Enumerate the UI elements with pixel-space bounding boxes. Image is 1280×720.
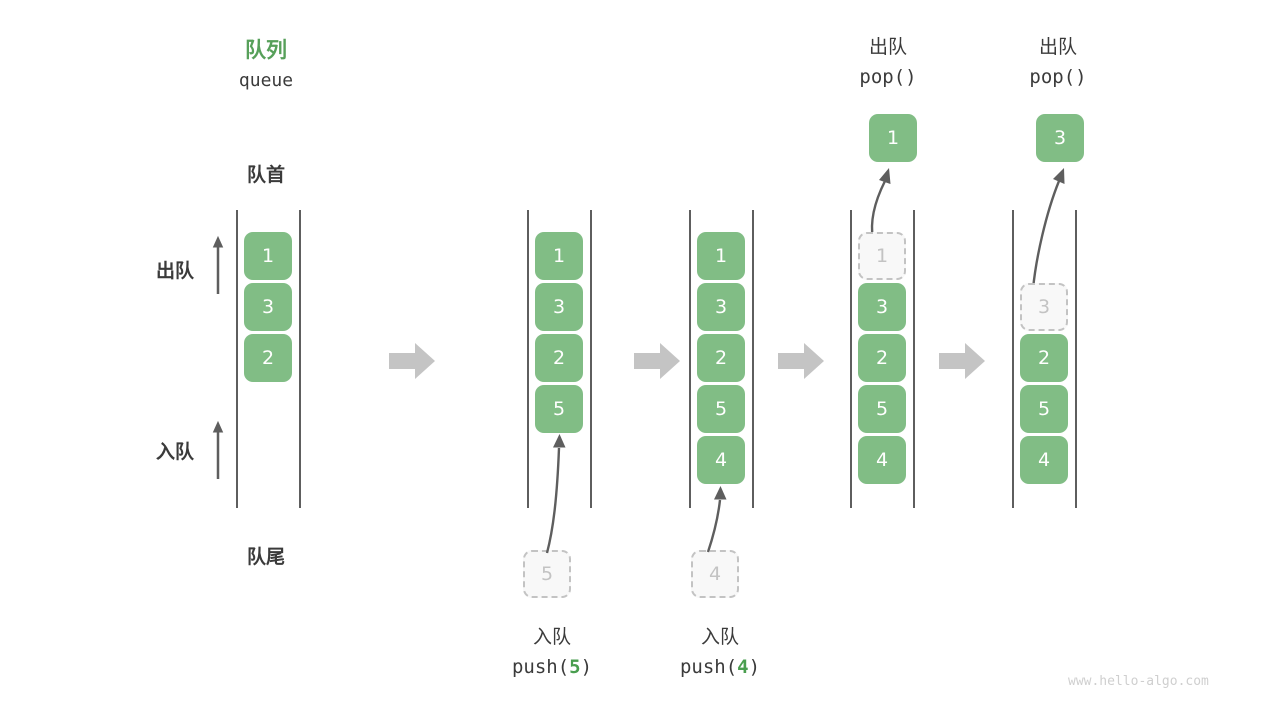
queue-rail-right: [299, 210, 301, 508]
incoming-ghost-cell: 4: [691, 550, 739, 598]
queue-cell-ghost: 3: [1020, 283, 1068, 331]
queue-rail-right: [1075, 210, 1077, 508]
push-4-caption-cn: 入队: [700, 626, 739, 648]
pop-3-header-cn: 出队: [1038, 36, 1077, 58]
queue-cell: 2: [535, 334, 583, 382]
pop-1-header-code: pop(): [859, 66, 917, 88]
push-4-code-suffix: ): [748, 656, 761, 678]
push-5-caption-cn: 入队: [532, 626, 571, 648]
queue-cells-pop-1: 1 3 2 5 4: [858, 232, 906, 484]
queue-cell-empty: [1020, 232, 1068, 280]
popped-cell: 1: [869, 114, 917, 162]
step-arrow-icon: [778, 341, 824, 385]
push-arrow-icon: [530, 430, 590, 559]
step-arrow-icon: [939, 341, 985, 385]
queue-cell: 4: [697, 436, 745, 484]
queue-cell: 3: [535, 283, 583, 331]
queue-cell: 2: [244, 334, 292, 382]
step-arrow-icon: [634, 341, 680, 385]
queue-cell: 4: [858, 436, 906, 484]
enqueue-direction-label: 入队: [155, 441, 194, 463]
queue-cells-push-4: 1 3 2 5 4: [697, 232, 745, 484]
watermark: www.hello-algo.com: [1068, 674, 1209, 689]
push-5-caption-code: push(5): [477, 656, 627, 678]
queue-cell: 2: [1020, 334, 1068, 382]
queue-cell: 4: [1020, 436, 1068, 484]
queue-rail-left: [689, 210, 691, 508]
push-5-code-suffix: ): [580, 656, 593, 678]
enqueue-direction-arrow-icon: [210, 419, 226, 483]
queue-cell: 1: [535, 232, 583, 280]
queue-cell: 3: [697, 283, 745, 331]
push-4-caption-code: push(4): [645, 656, 795, 678]
diagram-title-en: queue: [238, 70, 294, 91]
queue-cell: 3: [244, 283, 292, 331]
queue-rail-left: [850, 210, 852, 508]
queue-rail-right: [590, 210, 592, 508]
pop-1-header-cn: 出队: [868, 36, 907, 58]
pop-3-header-code: pop(): [1029, 66, 1087, 88]
queue-tail-label: 队尾: [246, 546, 285, 568]
popped-cell: 3: [1036, 114, 1084, 162]
queue-cell: 5: [535, 385, 583, 433]
step-arrow-icon: [389, 341, 435, 385]
push-5-code-number: 5: [569, 656, 581, 678]
queue-rail-right: [752, 210, 754, 508]
queue-cell: 5: [858, 385, 906, 433]
pop-arrow-icon: [1012, 163, 1082, 295]
queue-head-label: 队首: [246, 164, 285, 186]
queue-rail-right: [913, 210, 915, 508]
dequeue-direction-arrow-icon: [210, 234, 226, 298]
push-arrow-icon: [698, 482, 748, 558]
push-5-code-prefix: push(: [511, 656, 570, 678]
queue-rail-left: [236, 210, 238, 508]
queue-rail-left: [1012, 210, 1014, 508]
dequeue-direction-label: 出队: [155, 260, 194, 282]
queue-cell: 5: [1020, 385, 1068, 433]
queue-cell: 5: [697, 385, 745, 433]
queue-cells-push-5: 1 3 2 5: [535, 232, 583, 433]
push-4-code-prefix: push(: [679, 656, 738, 678]
queue-cell: 2: [858, 334, 906, 382]
queue-cell: 1: [244, 232, 292, 280]
queue-cells-initial: 1 3 2: [244, 232, 292, 382]
diagram-title-cn: 队列: [245, 38, 287, 62]
push-4-code-number: 4: [737, 656, 749, 678]
queue-cell: 3: [858, 283, 906, 331]
queue-cell-ghost: 1: [858, 232, 906, 280]
queue-cell: 2: [697, 334, 745, 382]
queue-rail-left: [527, 210, 529, 508]
queue-cells-pop-3: 3 2 5 4: [1020, 232, 1068, 484]
queue-cell: 1: [697, 232, 745, 280]
